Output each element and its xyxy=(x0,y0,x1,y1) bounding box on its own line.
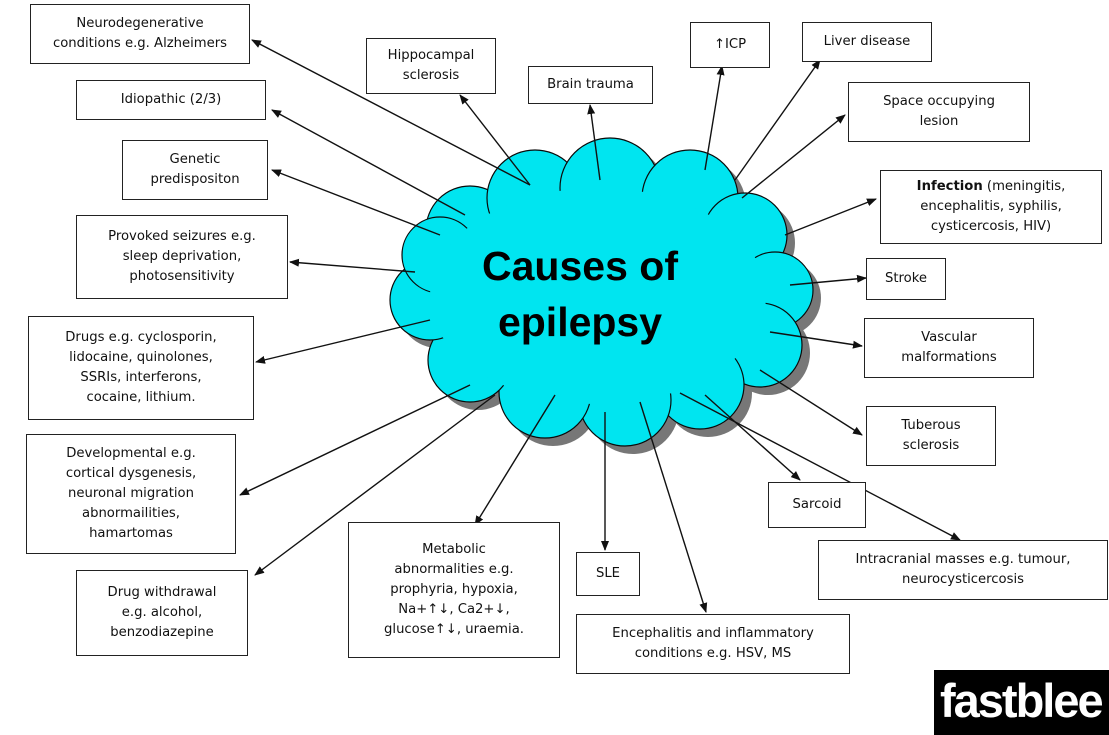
cause-developmental: Developmental e.g. cortical dysgenesis, … xyxy=(26,434,236,554)
infection-details: (meningitis, encephalitis, syphilis, cys… xyxy=(920,179,1066,234)
cause-provoked-seizures: Provoked seizures e.g. sleep deprivation… xyxy=(76,215,288,299)
cause-brain-trauma: Brain trauma xyxy=(528,66,653,104)
cause-sarcoid: Sarcoid xyxy=(768,482,866,528)
cause-drugs: Drugs e.g. cyclosporin, lidocaine, quino… xyxy=(28,316,254,420)
cause-sle: SLE xyxy=(576,552,640,596)
cause-encephalitis: Encephalitis and inflammatory conditions… xyxy=(576,614,850,674)
cause-vascular-malformations: Vascular malformations xyxy=(864,318,1034,378)
infection-label: Infection xyxy=(916,179,983,194)
cause-raised-icp: ↑ICP xyxy=(690,22,770,68)
diagram-title: Causes of epilepsy xyxy=(482,243,678,345)
arrows xyxy=(239,39,961,613)
cause-space-occupying-lesion: Space occupying lesion xyxy=(848,82,1030,142)
cause-stroke: Stroke xyxy=(866,258,946,300)
cause-tuberous-sclerosis: Tuberous sclerosis xyxy=(866,406,996,466)
cause-liver-disease: Liver disease xyxy=(802,22,932,62)
cause-genetic: Genetic predispositon xyxy=(122,140,268,200)
cause-metabolic: Metabolic abnormalities e.g. prophyria, … xyxy=(348,522,560,658)
cause-drug-withdrawal: Drug withdrawal e.g. alcohol, benzodiaze… xyxy=(76,570,248,656)
cause-infection: Infection (meningitis, encephalitis, syp… xyxy=(880,170,1102,244)
fastbleep-logo: fastblee xyxy=(934,670,1109,735)
cause-idiopathic: Idiopathic (2/3) xyxy=(76,80,266,120)
cause-hippocampal-sclerosis: Hippocampal sclerosis xyxy=(366,38,496,94)
cause-intracranial-masses: Intracranial masses e.g. tumour, neurocy… xyxy=(818,540,1108,600)
cause-neurodegenerative: Neurodegenerative conditions e.g. Alzhei… xyxy=(30,4,250,64)
